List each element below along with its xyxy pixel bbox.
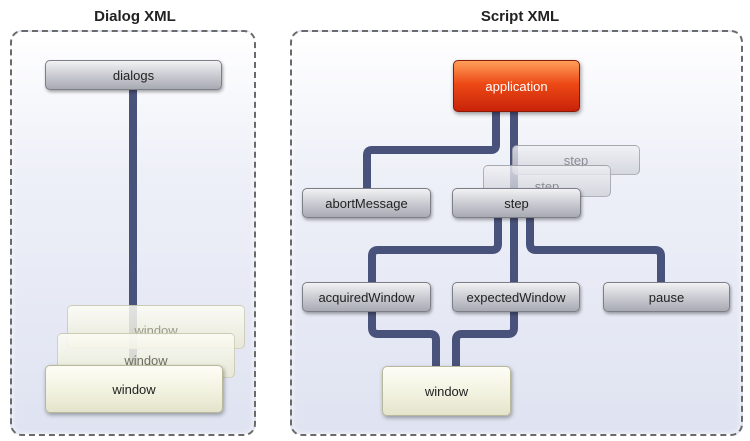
window-label-front: window — [112, 381, 156, 397]
script-window-node: window — [382, 366, 511, 416]
script-window-label: window — [424, 383, 469, 399]
dialog-xml-title: Dialog XML — [94, 8, 176, 25]
expected-window-connector — [452, 312, 518, 366]
step-pause-connector — [526, 218, 665, 282]
expected-window-label: expectedWindow — [466, 289, 566, 305]
step-label-front: step — [504, 195, 529, 211]
dialogs-label: dialogs — [112, 67, 155, 83]
pause-label: pause — [648, 289, 685, 305]
script-xml-title: Script XML — [480, 8, 560, 25]
acquired-window-label: acquiredWindow — [318, 289, 415, 305]
abort-message-node: abortMessage — [302, 188, 431, 218]
application-abort-connector — [363, 112, 500, 188]
acquired-window-connector — [368, 312, 440, 366]
abort-message-label: abortMessage — [325, 195, 408, 211]
application-label: application — [485, 78, 548, 94]
pause-node: pause — [603, 282, 730, 312]
dialogs-node: dialogs — [45, 60, 222, 90]
window-node-front: window — [45, 365, 223, 413]
window-label-middle: window — [124, 353, 168, 368]
application-node: application — [453, 60, 580, 112]
step-label-back: step — [563, 152, 589, 168]
expected-window-node: expectedWindow — [452, 282, 580, 312]
step-node-front: step — [452, 188, 581, 218]
acquired-window-node: acquiredWindow — [302, 282, 431, 312]
step-acquired-connector — [368, 218, 502, 282]
